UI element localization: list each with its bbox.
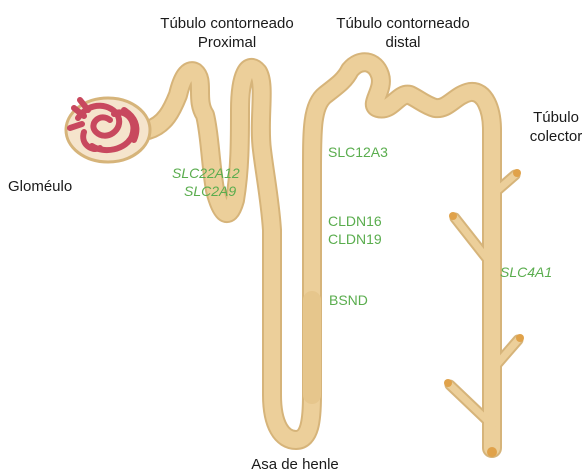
collecting-tubule-label: Túbulo colector xyxy=(516,108,587,146)
loop-of-henle-label: Asa de henle xyxy=(230,455,360,474)
branch-cap xyxy=(444,379,452,387)
proximal-tubule-label: Túbulo contorneado Proximal xyxy=(142,14,312,52)
collecting-tubule-label-line2: colector xyxy=(516,127,587,146)
gene-cldn16: CLDN16 xyxy=(328,212,382,230)
proximal-tubule-label-line1: Túbulo contorneado xyxy=(142,14,312,33)
collecting-duct-cap xyxy=(487,447,497,457)
gene-cldn19: CLDN19 xyxy=(328,230,382,248)
branch-cap xyxy=(516,334,524,342)
gene-slc2a9: SLC2A9 xyxy=(184,182,236,200)
distal-tubule-label: Túbulo contorneado distal xyxy=(318,14,488,52)
gene-bsnd: BSND xyxy=(329,291,368,309)
collecting-tubule-label-line1: Túbulo xyxy=(516,108,587,127)
gene-slc12a3: SLC12A3 xyxy=(328,143,388,161)
glomerulus-label: Gloméulo xyxy=(8,177,72,196)
distal-tubule-label-line1: Túbulo contorneado xyxy=(318,14,488,33)
proximal-tubule-label-line2: Proximal xyxy=(142,33,312,52)
distal-tubule-label-line2: distal xyxy=(318,33,488,52)
gene-slc4a1: SLC4A1 xyxy=(500,263,552,281)
gene-slc22a12: SLC22A12 xyxy=(172,164,240,182)
branch-cap xyxy=(449,212,457,220)
branch-cap xyxy=(513,169,521,177)
